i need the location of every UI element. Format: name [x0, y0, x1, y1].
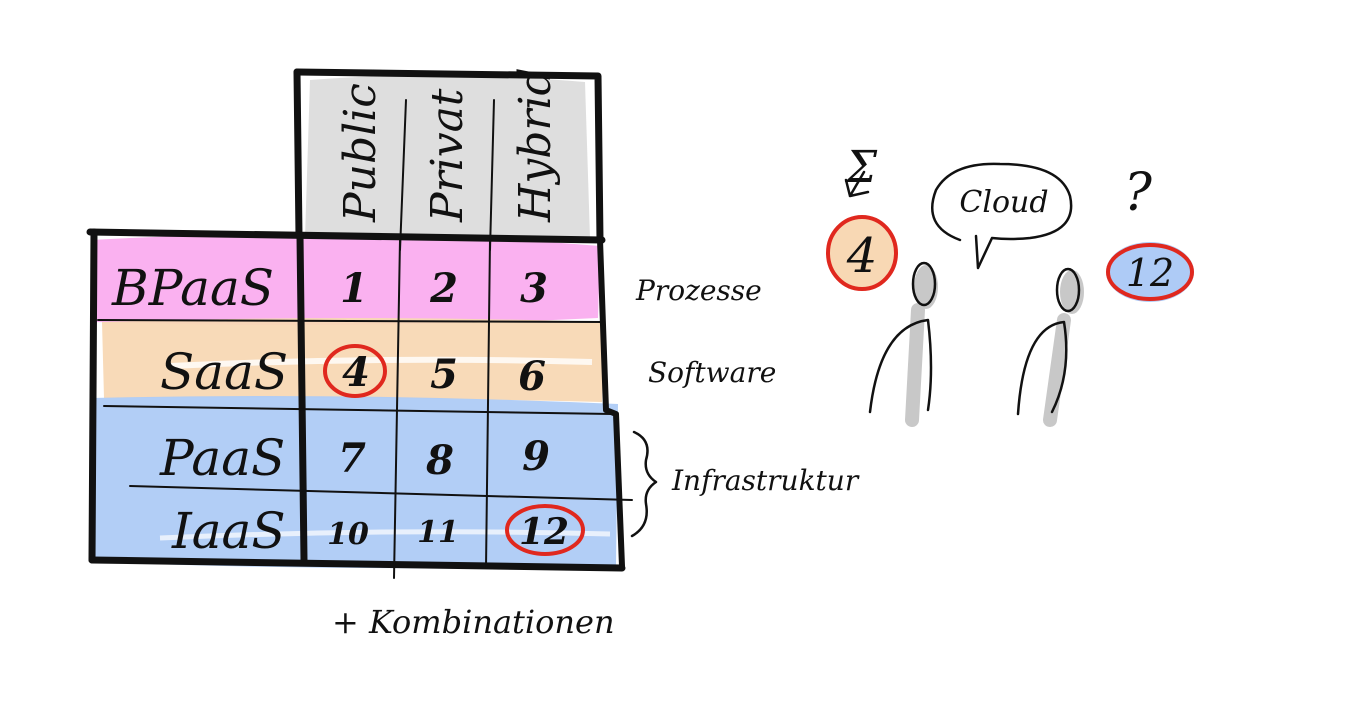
highlight-circle-cell-4 [323, 344, 387, 398]
question-mark: ? [1124, 163, 1153, 223]
grid-row-line [129, 485, 633, 501]
grid-col-line [399, 99, 407, 251]
cell-11: 11 [417, 515, 459, 550]
cell-4: 4 [342, 349, 370, 396]
person-right-body [1016, 320, 1068, 416]
cell-values: 1 2 3 4 5 6 7 8 9 10 11 12 [323, 265, 585, 556]
grid-label-divider [296, 232, 308, 564]
speech-bubble [931, 162, 1073, 270]
matrix-grid [86, 99, 633, 579]
person-left-head [911, 261, 937, 307]
left-badge-circle [826, 215, 898, 291]
sigma-arrow [844, 170, 870, 198]
column-header-fill [305, 75, 590, 238]
grid-right-line [597, 237, 625, 569]
cell-10: 10 [327, 517, 369, 552]
left-badge-fill [828, 218, 896, 288]
cell-5: 5 [430, 351, 458, 398]
row-labels: BPaaS SaaS PaaS IaaS [111, 259, 288, 560]
grid-col-line [393, 239, 401, 579]
row-label-saas: SaaS [160, 343, 288, 401]
grid-top-line [86, 228, 606, 244]
infrastructure-brace [630, 430, 658, 538]
right-badge-circle [1106, 243, 1194, 301]
left-badge-value: 4 [846, 228, 878, 284]
sigma-symbol: Σ [844, 142, 878, 193]
cell-12: 12 [519, 511, 569, 553]
grid-bottom-line [88, 556, 626, 572]
grid-col-line [485, 239, 491, 569]
column-header-left-edge [293, 68, 303, 240]
column-label-privat: Privat [422, 88, 473, 223]
side-label-prozesse: Prozesse [635, 274, 762, 307]
cell-9: 9 [522, 433, 550, 480]
person-right-head [1055, 267, 1081, 313]
person-shadow [1043, 313, 1071, 427]
grid-left-line [88, 228, 98, 564]
column-label-hybrid: Hybrid [510, 67, 561, 223]
right-badge-value: 12 [1126, 251, 1174, 295]
row-label-paas: PaaS [159, 429, 285, 487]
footer-combinations: + Kombinationen [332, 603, 615, 641]
column-header-block: Public Privat Hybrid [293, 67, 604, 244]
cell-3: 3 [520, 265, 548, 312]
cell-2: 2 [429, 265, 458, 312]
cell-7: 7 [338, 435, 366, 482]
side-label-software: Software [648, 356, 776, 389]
column-label-public: Public [335, 83, 386, 223]
highlight-circle-cell-12 [505, 504, 585, 556]
cell-8: 8 [425, 437, 454, 484]
side-labels: Prozesse Software Infrastruktur [630, 274, 860, 538]
grid-col-line [489, 99, 495, 251]
person-left-body [868, 318, 933, 414]
row-label-bpaas: BPaaS [111, 259, 274, 317]
side-label-infrastruktur: Infrastruktur [671, 464, 860, 497]
row-bands [92, 233, 618, 569]
row-label-iaas: IaaS [171, 502, 286, 560]
cloud-scene: Σ 4 Cloud ? 12 [826, 142, 1194, 427]
person-head-shadow [1060, 270, 1084, 314]
right-badge-fill [1106, 242, 1194, 302]
band-bpaas [92, 233, 600, 326]
cell-6: 6 [518, 353, 546, 400]
person-shadow [905, 303, 925, 427]
grid-row-line [97, 319, 605, 323]
column-header-frame [293, 68, 604, 244]
band-highlight-stroke [159, 529, 611, 541]
grid-row-line [103, 405, 613, 415]
speech-bubble-text: Cloud [959, 185, 1048, 220]
cell-1: 1 [340, 265, 368, 312]
